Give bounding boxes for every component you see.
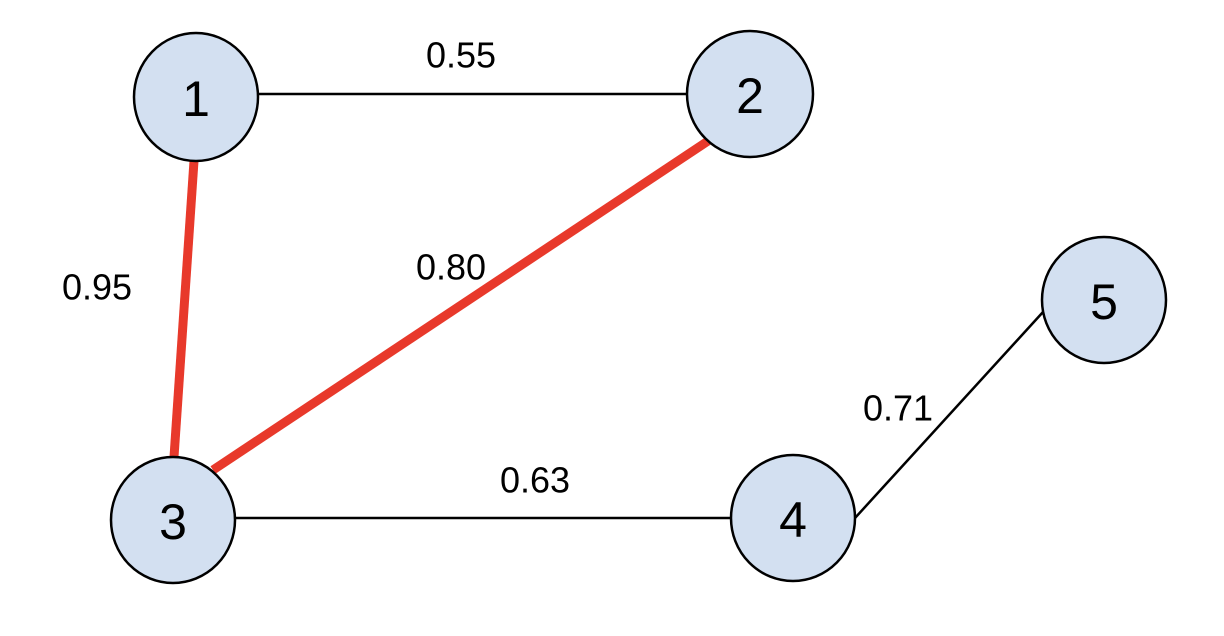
edge-2-3-highlighted (210, 137, 711, 474)
edge-1-3-highlighted (169, 160, 199, 458)
edge-weight-label-1-2: 0.55 (426, 35, 496, 76)
node-4: 4 (729, 453, 857, 583)
node-5: 5 (1040, 235, 1168, 365)
nodes-layer: 1 2 3 4 5 (109, 29, 1168, 585)
node-circle-4 (729, 453, 857, 583)
node-circle-1 (132, 31, 260, 163)
edge-weight-label-2-3: 0.80 (416, 247, 486, 288)
edge-labels-layer: 0.55 0.95 0.80 0.63 0.71 (62, 35, 933, 501)
edge-weight-label-3-4: 0.63 (500, 460, 570, 501)
node-3: 3 (109, 455, 237, 585)
node-circle-2 (685, 29, 815, 159)
node-label-5: 5 (1090, 274, 1118, 330)
edge-weight-label-4-5: 0.71 (863, 388, 933, 429)
node-label-4: 4 (779, 492, 807, 548)
node-label-3: 3 (159, 494, 187, 550)
edge-weight-label-1-3: 0.95 (62, 267, 132, 308)
node-1: 1 (132, 31, 260, 163)
edge-4-5 (854, 311, 1044, 519)
node-2: 2 (685, 29, 815, 159)
edges-layer (169, 92, 1044, 520)
node-circle-5 (1040, 235, 1168, 365)
node-circle-3 (109, 455, 237, 585)
node-label-2: 2 (736, 68, 764, 124)
node-label-1: 1 (182, 71, 210, 127)
